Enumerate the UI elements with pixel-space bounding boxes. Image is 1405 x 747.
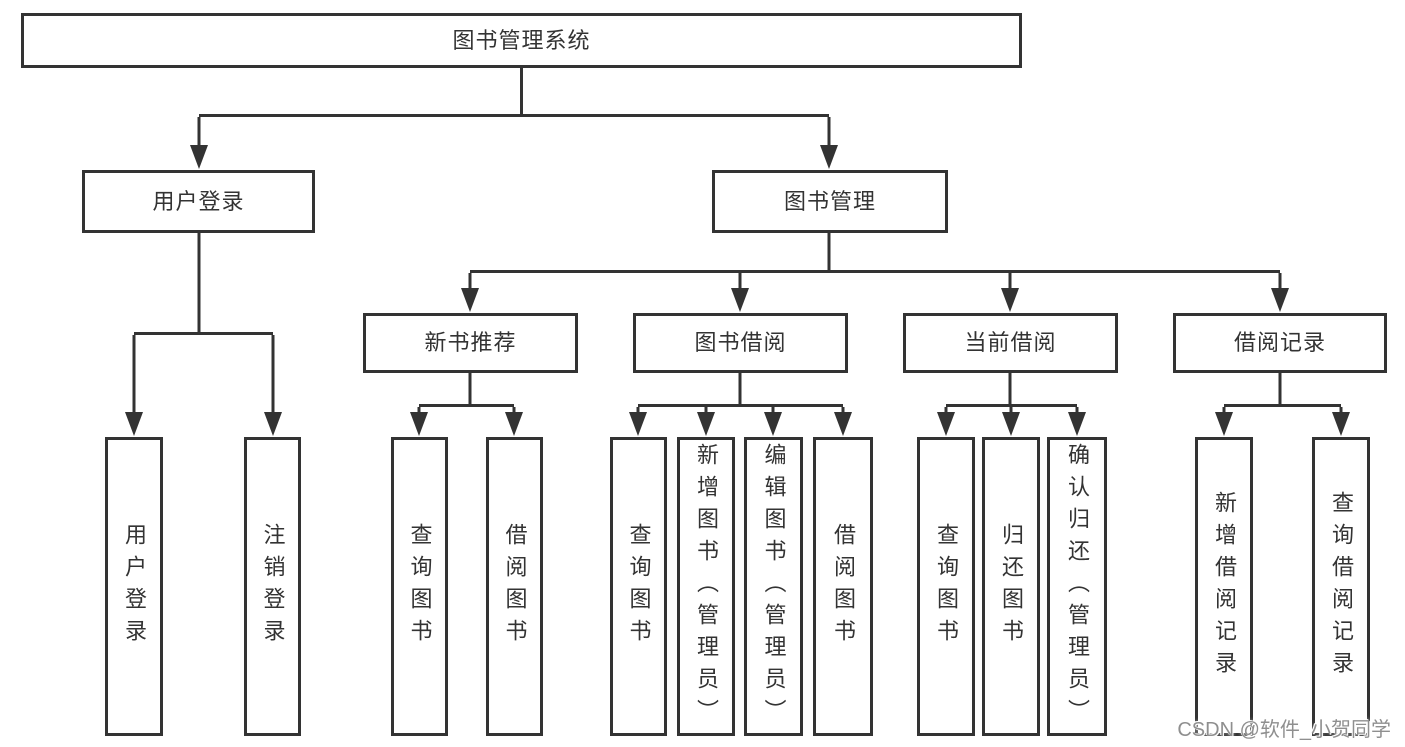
leaf-label: 新增图书（管理员） (694, 442, 719, 731)
leaf-borrow-books: 借阅图书 (813, 437, 873, 736)
leaf-label: 编辑图书（管理员） (761, 442, 787, 731)
leaf-query-books-recommend: 查询图书 (391, 437, 448, 736)
csdn-watermark: CSDN @软件_小贺同学 (1177, 719, 1391, 741)
node-book-management: 图书管理 (712, 170, 948, 233)
arrowhead (410, 412, 428, 436)
arrowhead (834, 412, 852, 436)
arrowhead (1001, 288, 1019, 312)
leaf-label: 查询图书 (934, 522, 959, 651)
node-label: 新书推荐 (424, 330, 517, 355)
arrowhead (461, 288, 479, 312)
leaf-label: 查询图书 (407, 522, 433, 651)
leaf-label: 查询图书 (626, 522, 652, 651)
arrowhead (764, 412, 782, 436)
leaf-user-login: 用户登录 (105, 437, 163, 736)
node-label: 当前借阅 (964, 330, 1057, 355)
leaf-logout: 注销登录 (244, 437, 301, 736)
node-label: 图书借阅 (694, 330, 787, 355)
node-label: 借阅记录 (1233, 330, 1326, 355)
arrowhead (264, 412, 282, 436)
arrowhead (1271, 288, 1289, 312)
leaf-query-books-borrow: 查询图书 (610, 437, 667, 736)
node-borrow-records: 借阅记录 (1173, 313, 1387, 373)
leaf-label: 借阅图书 (502, 522, 528, 651)
node-label: 图书管理 (783, 188, 876, 214)
arrowhead (505, 412, 523, 436)
leaf-label: 归还图书 (999, 522, 1024, 651)
arrowhead (1332, 412, 1350, 436)
node-library-management-system: 图书管理系统 (21, 13, 1022, 68)
leaf-borrow-books-recommend: 借阅图书 (486, 437, 543, 736)
leaf-label: 新增借阅记录 (1212, 490, 1237, 683)
leaf-return-book: 归还图书 (982, 437, 1040, 736)
arrowhead (1002, 412, 1020, 436)
arrowhead (629, 412, 647, 436)
leaf-add-book-admin: 新增图书（管理员） (677, 437, 735, 736)
node-new-book-recommend: 新书推荐 (363, 313, 578, 373)
arrowhead (937, 412, 955, 436)
leaf-add-borrow-record: 新增借阅记录 (1195, 437, 1253, 736)
arrowhead (125, 412, 143, 436)
node-label: 图书管理系统 (452, 27, 591, 53)
node-label: 用户登录 (152, 188, 245, 214)
arrowhead (1215, 412, 1233, 436)
arrowhead (697, 412, 715, 436)
leaf-confirm-return-admin: 确认归还（管理员） (1047, 437, 1107, 736)
leaf-edit-book-admin: 编辑图书（管理员） (744, 437, 803, 736)
node-user-login: 用户登录 (82, 170, 315, 233)
leaf-label: 借阅图书 (831, 522, 856, 651)
arrowhead (820, 145, 838, 169)
leaf-label: 注销登录 (260, 522, 286, 651)
node-book-borrow: 图书借阅 (633, 313, 848, 373)
arrowhead (1068, 412, 1086, 436)
leaf-query-borrow-record: 查询借阅记录 (1312, 437, 1370, 736)
leaf-label: 用户登录 (122, 522, 147, 651)
leaf-query-books-current: 查询图书 (917, 437, 975, 736)
leaf-label: 确认归还（管理员） (1065, 442, 1090, 731)
arrowhead (190, 145, 208, 169)
arrowhead (731, 288, 749, 312)
leaf-label: 查询借阅记录 (1329, 490, 1354, 683)
node-current-borrow: 当前借阅 (903, 313, 1118, 373)
